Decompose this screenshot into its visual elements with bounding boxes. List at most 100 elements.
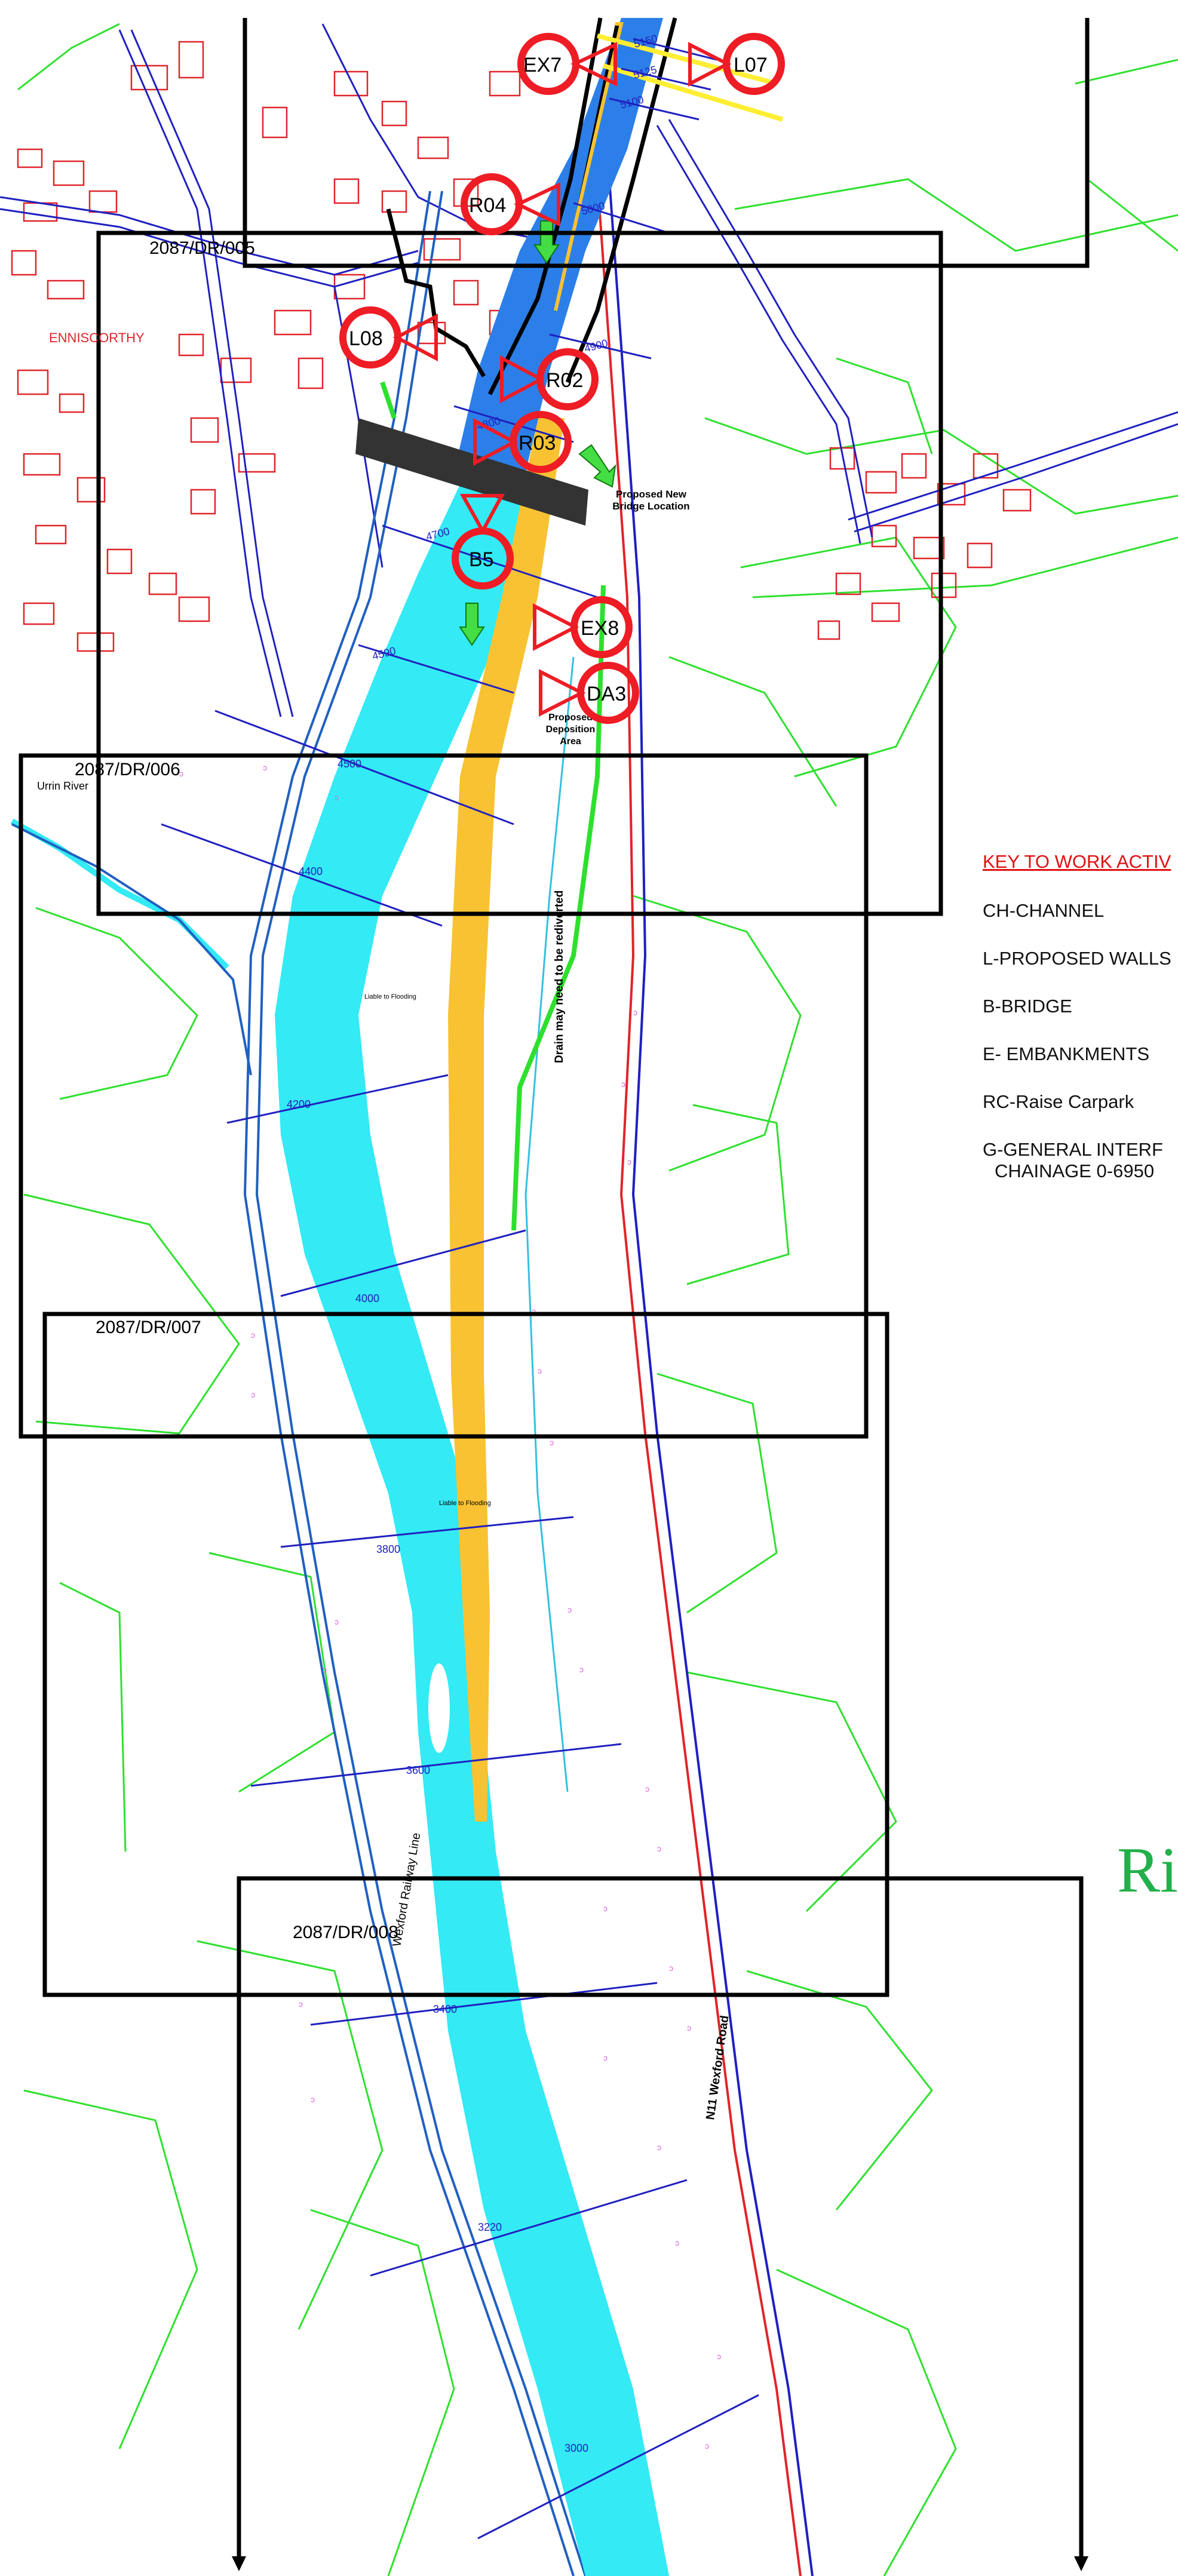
svg-text:ↄ: ↄ xyxy=(179,769,183,778)
svg-text:ↄ: ↄ xyxy=(323,1665,327,1674)
svg-text:ↄ: ↄ xyxy=(550,1438,554,1447)
svg-text:ↄ: ↄ xyxy=(603,1903,608,1913)
marker-r02: R02 xyxy=(500,348,599,410)
chainage-3000: 3000 xyxy=(565,2442,588,2454)
bridge-note-box: Proposed New Bridge Location xyxy=(612,489,690,512)
marker-ex8: EX8 xyxy=(533,596,633,658)
key-item-walls: L-PROPOSED WALLS xyxy=(983,948,1171,969)
svg-text:ↄ: ↄ xyxy=(603,2053,608,2062)
sheet-frame-top xyxy=(243,18,1090,268)
channel-hatch xyxy=(554,22,624,311)
chainage-labels: 5150 5125 5100 5000 4900 4800 4700 4590 … xyxy=(287,32,659,2454)
marker-l08: L08 xyxy=(339,306,438,369)
liable-flooding-note-1: Liable to Flooding xyxy=(364,993,416,1000)
svg-text:R04: R04 xyxy=(469,194,506,217)
marker-r04: R04 xyxy=(461,173,560,235)
river-title-label: Riv xyxy=(1117,1835,1178,1906)
proposed-bridge xyxy=(355,418,588,526)
flow-arrow-bridge xyxy=(578,444,616,488)
svg-text:ↄ: ↄ xyxy=(335,1617,339,1626)
embankments xyxy=(380,381,606,1231)
svg-text:ↄ: ↄ xyxy=(532,1306,536,1316)
sheet-label-008: 2087/DR/008 xyxy=(293,1923,398,1942)
chainage-4000: 4000 xyxy=(355,1292,379,1304)
chainage-3400: 3400 xyxy=(433,2003,457,2015)
marker-b5: B5 xyxy=(452,494,514,589)
svg-text:ↄ: ↄ xyxy=(335,793,339,802)
key-item-general: G-GENERAL INTERF xyxy=(983,1139,1163,1160)
sheet-label-006: 2087/DR/006 xyxy=(75,760,180,779)
key-item-bridge: B-BRIDGE xyxy=(983,996,1072,1017)
sheet-frame-005 xyxy=(96,231,943,916)
sheet-labels: 2087/DR/005 2087/DR/006 2087/DR/007 2087… xyxy=(75,238,398,1942)
marker-ex7: EX7 xyxy=(517,33,617,95)
key-item-channel: CH-CHANNEL xyxy=(983,900,1105,921)
svg-text:R02: R02 xyxy=(546,369,583,392)
deposition-note: Proposed Deposition Area xyxy=(545,713,596,747)
sheet-label-005: 2087/DR/005 xyxy=(149,238,255,258)
svg-text:ↄ: ↄ xyxy=(251,1330,255,1340)
svg-text:L08: L08 xyxy=(349,327,383,350)
svg-text:ↄ: ↄ xyxy=(567,1605,572,1614)
key-item-embankments: E- EMBANKMENTS xyxy=(983,1043,1150,1064)
sheet-frame-008 xyxy=(237,1876,1084,2562)
svg-text:ↄ: ↄ xyxy=(633,1008,637,1017)
chainage-3220: 3220 xyxy=(478,2221,502,2233)
svg-text:L07: L07 xyxy=(734,54,768,76)
flow-arrow-river xyxy=(459,603,485,646)
key-item-chainage: CHAINAGE 0-6950 xyxy=(995,1160,1155,1181)
svg-text:ↄ: ↄ xyxy=(687,2023,691,2032)
marker-r03: R03 xyxy=(473,411,572,473)
railway-label: Wexford Railway Line xyxy=(390,1832,423,1948)
svg-text:DA3: DA3 xyxy=(587,683,626,705)
liable-flooding-note-2: Liable to Flooding xyxy=(439,1500,491,1507)
svg-text:B5: B5 xyxy=(469,548,494,571)
svg-text:ↄ: ↄ xyxy=(669,1963,673,1973)
svg-text:ↄ: ↄ xyxy=(538,1366,542,1375)
work-activities-key: KEY TO WORK ACTIV CH-CHANNEL L-PROPOSED … xyxy=(983,851,1178,1208)
work-markers: EX7 L07 R04 L08 R02 R03 B5 EX8 DA3 xyxy=(339,33,785,724)
svg-text:ↄ: ↄ xyxy=(251,1390,255,1399)
marsh-symbols: ↄ ↄ ↄ ↄ ↄ ↄ ↄ ↄ ↄ ↄ ↄ ↄ ↄ ↄ ↄ ↄ ↄ ↄ ↄ ↄ ↄ ↄ ↄ ↄ ↄ ↄ ↄ xyxy=(179,763,721,2451)
drain-note: Drain may need to be rediverted xyxy=(553,891,566,1063)
proposed-walls xyxy=(386,17,677,395)
svg-text:EX7: EX7 xyxy=(523,54,562,76)
road-label: N11 Wexford Road xyxy=(704,2015,731,2121)
key-item-carpark: RC-Raise Carpark xyxy=(983,1091,1134,1112)
deposition-note-box: Proposed Deposition Area xyxy=(545,713,596,747)
sheet-label-007: 2087/DR/007 xyxy=(96,1318,201,1337)
sheet-frame-007 xyxy=(42,1312,889,1997)
svg-text:ↄ: ↄ xyxy=(717,2351,721,2361)
cross-sections xyxy=(161,38,759,2540)
svg-text:ↄ: ↄ xyxy=(657,1844,661,1853)
continuation-arrows xyxy=(232,2556,1088,2571)
urrin-river-label: Urrin River xyxy=(37,780,88,792)
svg-text:ↄ: ↄ xyxy=(657,2142,661,2152)
top-chainage-highlight xyxy=(596,33,784,122)
chainage-4500: 4500 xyxy=(338,758,361,770)
svg-text:ↄ: ↄ xyxy=(263,763,267,772)
svg-text:ↄ: ↄ xyxy=(675,2238,679,2248)
svg-text:ↄ: ↄ xyxy=(579,1665,584,1674)
bridge-note: Proposed New Bridge Location xyxy=(612,489,690,512)
town-label: ENNISCORTHY xyxy=(49,330,145,345)
n11-road xyxy=(524,179,814,2576)
field-boundaries xyxy=(17,23,1178,2576)
marker-l07: L07 xyxy=(688,33,785,95)
svg-text:ↄ: ↄ xyxy=(627,1157,631,1166)
svg-text:ↄ: ↄ xyxy=(705,2441,709,2451)
marker-da3: DA3 xyxy=(539,662,639,724)
sheet-frames xyxy=(19,18,1090,2562)
svg-text:EX8: EX8 xyxy=(581,617,619,640)
svg-text:ↄ: ↄ xyxy=(311,2095,315,2104)
svg-text:ↄ: ↄ xyxy=(299,1999,303,2009)
river-island xyxy=(428,1663,450,1753)
chainage-4200: 4200 xyxy=(287,1098,311,1110)
chainage-3600: 3600 xyxy=(406,1764,430,1776)
svg-text:ↄ: ↄ xyxy=(645,1784,649,1794)
deposition-area xyxy=(448,418,565,1822)
svg-text:R03: R03 xyxy=(519,432,556,455)
svg-text:ↄ: ↄ xyxy=(621,1079,625,1089)
sheet-frame-006 xyxy=(19,753,869,1439)
